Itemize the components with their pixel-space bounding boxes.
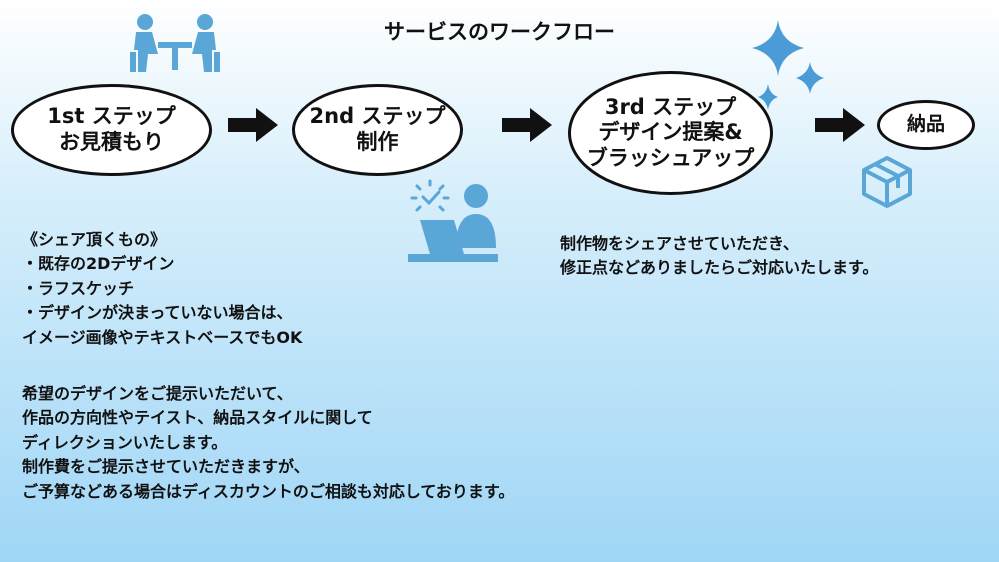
share-items-line: 《シェア頂くもの》 [22, 230, 167, 249]
step-1-label: 1st ステップ [47, 104, 176, 129]
sparkle-icon [752, 20, 824, 110]
direction-text-line: ディレクションいたします。 [22, 432, 228, 452]
arrow-right-icon [815, 108, 865, 142]
arrow-right-icon [502, 108, 552, 142]
meeting-icon [130, 14, 220, 72]
step-3-title-line2: ブラッシュアップ [586, 145, 755, 170]
package-box-icon [862, 156, 912, 208]
share-items-line: ・既存の2Dデザイン [22, 254, 175, 274]
step-1-title: お見積もり [59, 130, 164, 154]
arrow-right-icon [228, 108, 278, 142]
share-items-line: イメージ画像やテキストベースでもOK [22, 327, 303, 347]
step-1-estimate: 1st ステップ お見積もり [11, 84, 212, 176]
step-3-proposal: 3rd ステップ デザイン提案& ブラッシュアップ [568, 71, 773, 195]
direction-text-line: ご予算などある場合はディスカウントのご相談も対応しております。 [22, 481, 515, 501]
step-3-title-line1: デザイン提案& [598, 120, 743, 145]
revision-text-line: 制作物をシェアさせていただき、 [560, 234, 799, 253]
share-items-line: ・ラフスケッチ [22, 278, 135, 298]
step-2-label: 2nd ステップ [309, 104, 446, 129]
step-4-title: 納品 [906, 113, 945, 136]
direction-text: 希望のデザインをご提示いただいて、 作品の方向性やテイスト、納品スタイルに関して… [22, 382, 514, 504]
direction-text-line: 作品の方向性やテイスト、納品スタイルに関して [22, 408, 373, 428]
revision-text: 制作物をシェアさせていただき、 修正点などありましたらご対応いたします。 [560, 232, 878, 281]
direction-text-line: 制作費をご提示させていただきますが、 [22, 457, 310, 477]
step-3-label: 3rd ステップ [604, 94, 737, 119]
share-items-line: ・デザインが決まっていない場合は、 [22, 303, 293, 323]
diagram-title: サービスのワークフロー [384, 20, 615, 44]
step-2-title: 制作 [356, 130, 399, 154]
working-at-laptop-icon [408, 179, 498, 262]
share-items-text: 《シェア頂くもの》 ・既存の2Dデザイン ・ラフスケッチ ・デザインが決まってい… [22, 228, 302, 350]
step-2-production: 2nd ステップ 制作 [292, 84, 463, 176]
direction-text-line: 希望のデザインをご提示いただいて、 [22, 384, 293, 403]
revision-text-line: 修正点などありましたらご対応いたします。 [560, 258, 879, 278]
step-4-delivery: 納品 [877, 100, 975, 150]
